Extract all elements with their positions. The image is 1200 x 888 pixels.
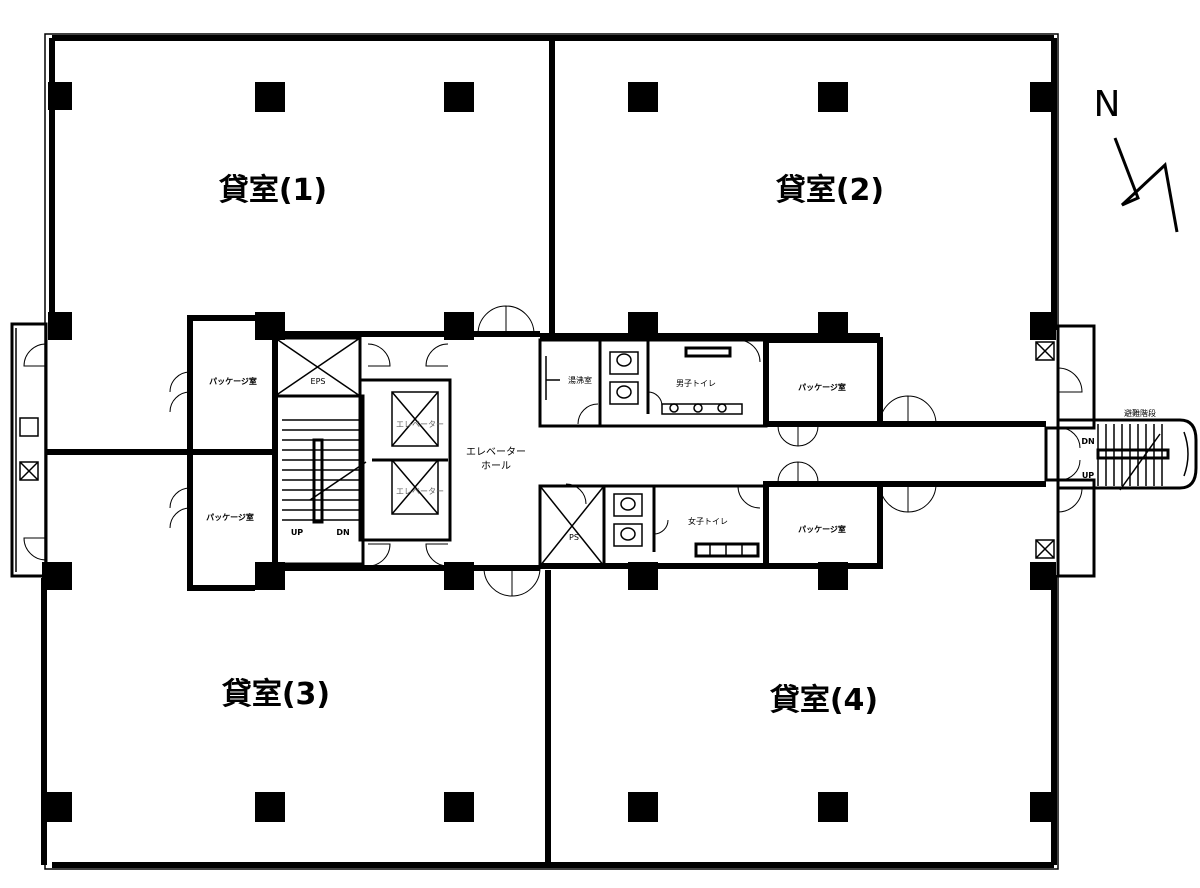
left-core — [169, 315, 480, 591]
room-label-3: 貸室(3) — [222, 677, 330, 712]
left-stair-dn-label: DN — [336, 528, 349, 537]
package-room-label-se: パッケージ室 — [798, 524, 846, 534]
ps-label: PS — [569, 533, 579, 542]
room-label-1: 貸室(1) — [219, 173, 327, 208]
package-room-label-ne: パッケージ室 — [798, 382, 846, 392]
elevator-label-1: エレベーター — [396, 420, 444, 429]
west-annex — [10, 322, 190, 578]
left-stair-up-label: UP — [291, 528, 303, 537]
north-arrow — [1113, 137, 1179, 233]
eps-label: EPS — [311, 377, 326, 386]
elevator-label-2: エレベーター — [396, 487, 444, 496]
womens-toilet-label: 女子トイレ — [688, 516, 728, 526]
package-room-label-nw: パッケージ室 — [209, 376, 257, 386]
central-hall — [477, 305, 1046, 597]
structural-columns — [42, 82, 1056, 822]
north-label: N — [1094, 84, 1121, 125]
elevator-hall-label-line1: エレベーター — [466, 446, 526, 458]
east-stair-up-label: UP — [1082, 471, 1094, 480]
mens-toilet-label: 男子トイレ — [676, 379, 716, 388]
room-label-4: 貸室(4) — [770, 683, 878, 718]
kitchenette-label: 湯沸室 — [568, 375, 592, 385]
east-stair-dn-label: DN — [1081, 437, 1094, 446]
north-core — [538, 333, 883, 447]
east-annex — [1035, 324, 1198, 578]
package-room-label-sw: パッケージ室 — [206, 512, 254, 522]
room-label-2: 貸室(2) — [776, 173, 884, 208]
elevator-hall-label-line2: ホール — [481, 460, 511, 472]
emergency-stairs-label: 避難階段 — [1124, 408, 1156, 418]
south-core — [538, 461, 883, 569]
